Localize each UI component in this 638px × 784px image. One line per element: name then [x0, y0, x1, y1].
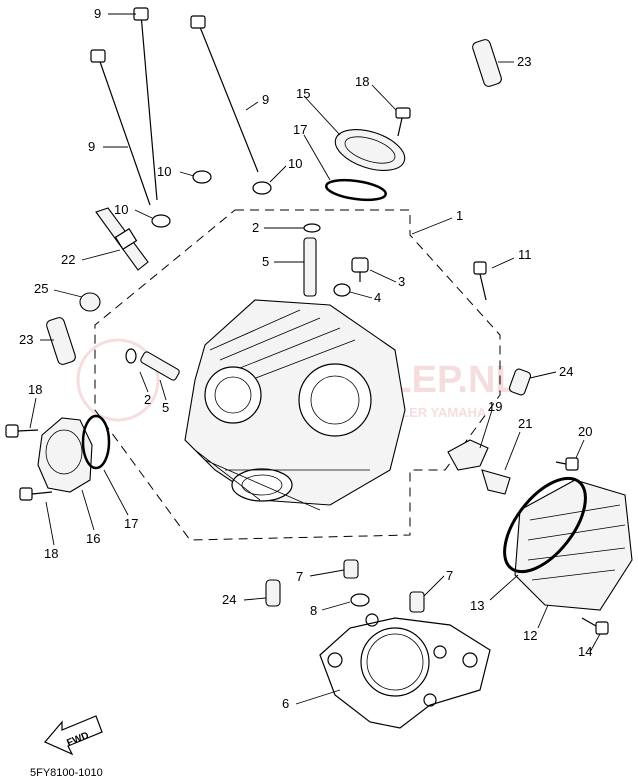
head-bolt-3 [90, 49, 151, 206]
callout-12: 12 [523, 628, 537, 643]
side-cover-16 [37, 417, 93, 493]
callout-3: 3 [398, 274, 405, 289]
washer-4 [333, 283, 351, 297]
washer-10b [252, 181, 272, 195]
circlip-2a [303, 223, 321, 233]
callout-23a: 23 [517, 54, 531, 69]
callout-10b: 10 [288, 156, 302, 171]
callout-25: 25 [34, 281, 48, 296]
callout-2a: 2 [252, 220, 259, 235]
head-bolt-2 [190, 15, 259, 173]
forward-arrow-icon: FWD [44, 715, 103, 756]
washer-10c [151, 214, 171, 228]
callout-labels: 9 9 9 10 10 10 23 18 15 17 2 1 5 3 4 11 … [19, 6, 592, 711]
bolt-18c [19, 487, 53, 501]
callout-13: 13 [470, 598, 484, 613]
valve-guide-5a [303, 237, 317, 297]
callout-10c: 10 [114, 202, 128, 217]
callout-20: 20 [578, 424, 592, 439]
plug-cap-25 [79, 292, 101, 312]
o-ring-17a [325, 178, 387, 202]
callout-10a: 10 [157, 164, 171, 179]
oil-jet-23-top [472, 39, 502, 87]
callout-16: 16 [86, 531, 100, 546]
callout-21: 21 [518, 416, 532, 431]
gasket-13 [503, 476, 587, 574]
callout-6: 6 [282, 696, 289, 711]
valve-cover-12 [514, 479, 633, 611]
head-gasket-6 [319, 613, 491, 729]
callout-18b: 18 [28, 382, 42, 397]
callout-23b: 23 [19, 332, 33, 347]
bolt-20 [555, 457, 579, 471]
cylinder-head [184, 299, 406, 511]
callout-22: 22 [61, 252, 75, 267]
callout-8: 8 [310, 603, 317, 618]
cylinder-head-assembly-outline [94, 209, 501, 541]
head-bolt-1 [133, 7, 158, 201]
callout-11: 11 [518, 247, 532, 262]
callout-9c: 9 [88, 139, 95, 154]
callout-24b: 24 [222, 592, 236, 607]
bolt-11 [473, 261, 487, 301]
sleeve-24b [508, 368, 532, 396]
callout-19: 19 [488, 399, 502, 414]
callout-17a: 17 [293, 122, 307, 137]
dowel-7b [409, 591, 425, 613]
valve-guide-5b [140, 351, 180, 381]
bolt-18a [395, 107, 411, 137]
callout-5b: 5 [162, 400, 169, 415]
callout-18c: 18 [44, 546, 58, 561]
callout-18a: 18 [355, 74, 369, 89]
stud-bolt-3 [351, 257, 369, 282]
callout-24a: 24 [559, 364, 573, 379]
callout-15: 15 [296, 86, 310, 101]
bracket-19 [447, 439, 511, 495]
bolt-14 [581, 617, 609, 635]
bolt-18b [5, 424, 39, 438]
callout-5a: 5 [262, 254, 269, 269]
washer-10a [192, 170, 212, 184]
callout-4: 4 [374, 290, 381, 305]
callout-7b: 7 [446, 568, 453, 583]
o-ring-17b [81, 414, 111, 470]
sleeve-24a [265, 579, 281, 607]
cover-plate-15 [334, 129, 406, 171]
callout-9b: 9 [262, 92, 269, 107]
callout-2b: 2 [144, 392, 151, 407]
dowel-7a [343, 559, 359, 579]
leader-lines [29, 13, 601, 705]
figure-code: 5FY8100-1010 [30, 767, 103, 779]
oil-jet-23-left [46, 317, 76, 365]
callout-7a: 7 [296, 569, 303, 584]
circlip-2b [125, 348, 137, 364]
washer-8 [350, 593, 370, 607]
callout-17b: 17 [124, 516, 138, 531]
spark-plug [95, 207, 149, 271]
callout-9a: 9 [94, 6, 101, 21]
callout-1: 1 [456, 208, 463, 223]
callout-14: 14 [578, 644, 592, 659]
